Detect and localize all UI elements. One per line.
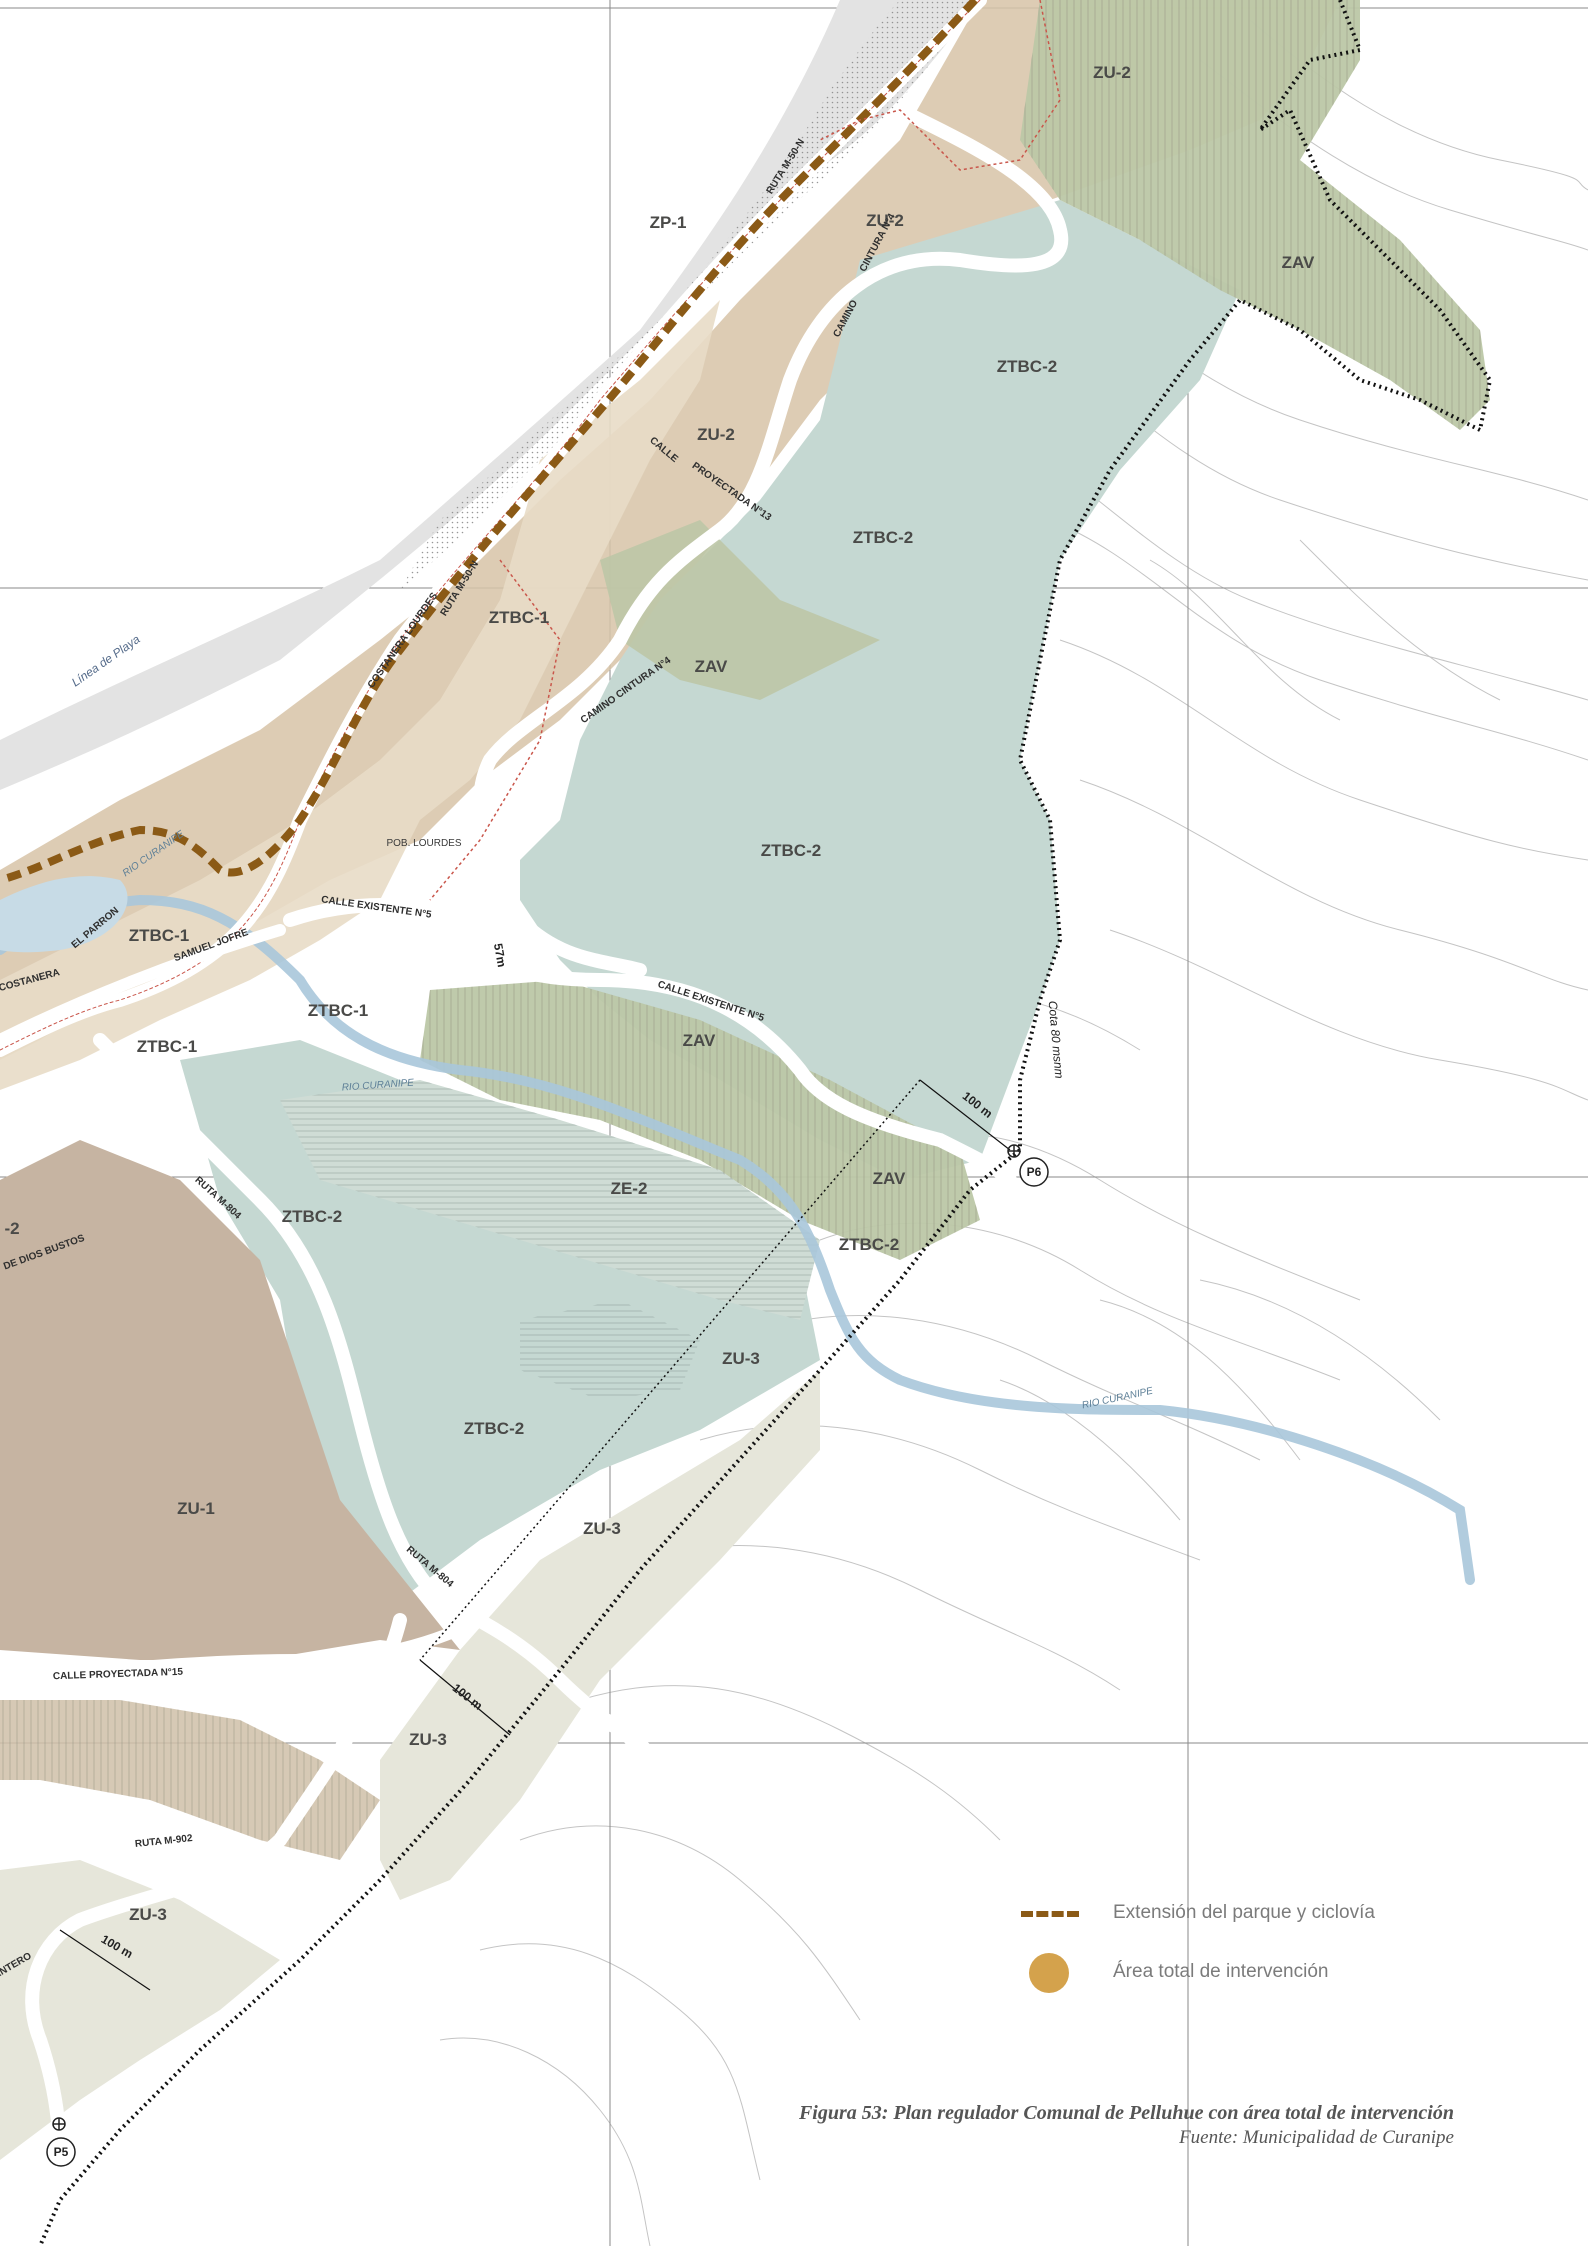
zone-ztbc1-fill (0, 300, 720, 1090)
dimension-line-low (59, 1929, 151, 1991)
hatch-horizontal-overlay (280, 1080, 820, 1400)
calle-existente-5-road (283, 898, 1017, 1187)
zone-label: ZTBC-2 (282, 1207, 342, 1226)
zone-label: ZAV (695, 657, 728, 676)
zone-label: ZTBC-1 (308, 1001, 368, 1020)
legend-item-park-cycleway: Extensión del parque y ciclovía (1015, 1893, 1375, 1933)
zone-zu1-fill (0, 1140, 460, 1660)
samuel-jofre-road (0, 924, 286, 1046)
zone-label: ZU-1 (177, 1499, 215, 1518)
zone-boundary-middle (429, 559, 561, 901)
camino-cintura-road (473, 103, 1069, 977)
dimension-line-p6 (919, 1079, 1011, 1151)
zone-label: ZU-3 (409, 1730, 447, 1749)
zone-label: ZU-2 (1093, 63, 1131, 82)
figure-caption: Figura 53: Plan regulador Comunal de Pel… (799, 2100, 1454, 2150)
zone-label: ZP-1 (650, 213, 687, 232)
park-cycleway-extension (0, 0, 978, 884)
zone-label: ZAV (683, 1031, 716, 1050)
legend-label: Extensión del parque y ciclovía (1113, 1902, 1375, 1923)
zone-label: ZU-2 (697, 425, 735, 444)
caption-source: Fuente: Municipalidad de Curanipe (1179, 2127, 1454, 2148)
river-curanipe (0, 894, 1475, 1585)
zone-boundary-upper (819, 0, 1061, 171)
zone-label: ZTBC-1 (129, 926, 189, 945)
legend: Extensión del parque y ciclovía Área tot… (1015, 1893, 1375, 2011)
street-label-ruta-m902: RUTA M-902 (134, 1833, 193, 1850)
zone-zu3-fill (380, 1370, 820, 1900)
zone-label: ZTBC-1 (489, 608, 549, 627)
zone-label: ZTBC-2 (761, 841, 821, 860)
zone-label: ZTBC-1 (137, 1037, 197, 1056)
cota-label: Cota 80 msnm (1046, 1000, 1067, 1079)
zone-label: ZTBC-2 (853, 528, 913, 547)
marker-p6-label: P6 (1027, 1165, 1042, 1179)
zone-labels: ZU-2 ZP-1 ZU-2 ZAV ZTBC-2 ZU-2 ZTBC-2 ZT… (4, 63, 1315, 1924)
beach-strip (0, 0, 980, 790)
river-label: RIO CURANIPE (341, 1077, 414, 1093)
legend-item-intervention-area: Área total de intervención (1015, 1952, 1375, 1993)
marker-p6: P6 (1007, 1144, 1049, 1187)
caption-title: Figura 53: Plan regulador Comunal de Pel… (798, 2102, 1454, 2124)
zone-label: ZAV (1282, 253, 1315, 272)
marker-p5-label: P5 (54, 2145, 69, 2159)
zone-label: ZTBC-2 (839, 1235, 899, 1254)
ruta-m804-road (93, 1033, 727, 1807)
zone-label: ZTBC-2 (464, 1419, 524, 1438)
zone-zu3-lower-fill (0, 1860, 280, 2160)
ruta-m902-road (25, 1613, 407, 2187)
zone-label: ZE-2 (611, 1179, 648, 1198)
filled-circle-icon (1015, 1952, 1077, 1993)
calle-proyectada-15-road (0, 1614, 486, 1686)
dashed-line-icon (1015, 1893, 1079, 1933)
pob-lourdes-label: POB. LOURDES (386, 838, 461, 849)
zone-label: -2 (4, 1219, 19, 1238)
street-label-calle-proyectada-15: CALLE PROYECTADA N°15 (53, 1667, 184, 1683)
marker-p5: P5 (46, 2117, 76, 2167)
zone-label: ZU-3 (583, 1519, 621, 1538)
zone-label: ZU-2 (866, 211, 904, 230)
zone-label: ZU-3 (129, 1905, 167, 1924)
legend-label: Área total de intervención (1113, 1961, 1329, 1982)
zone-label: ZAV (873, 1169, 906, 1188)
zone-label: ZU-3 (722, 1349, 760, 1368)
river-delta (0, 876, 128, 953)
zone-ztbc2-fill (520, 200, 1240, 1180)
zone-label: ZTBC-2 (997, 357, 1057, 376)
dimension-label: 57m (491, 942, 509, 968)
dimension-line-mid (419, 1659, 511, 1736)
